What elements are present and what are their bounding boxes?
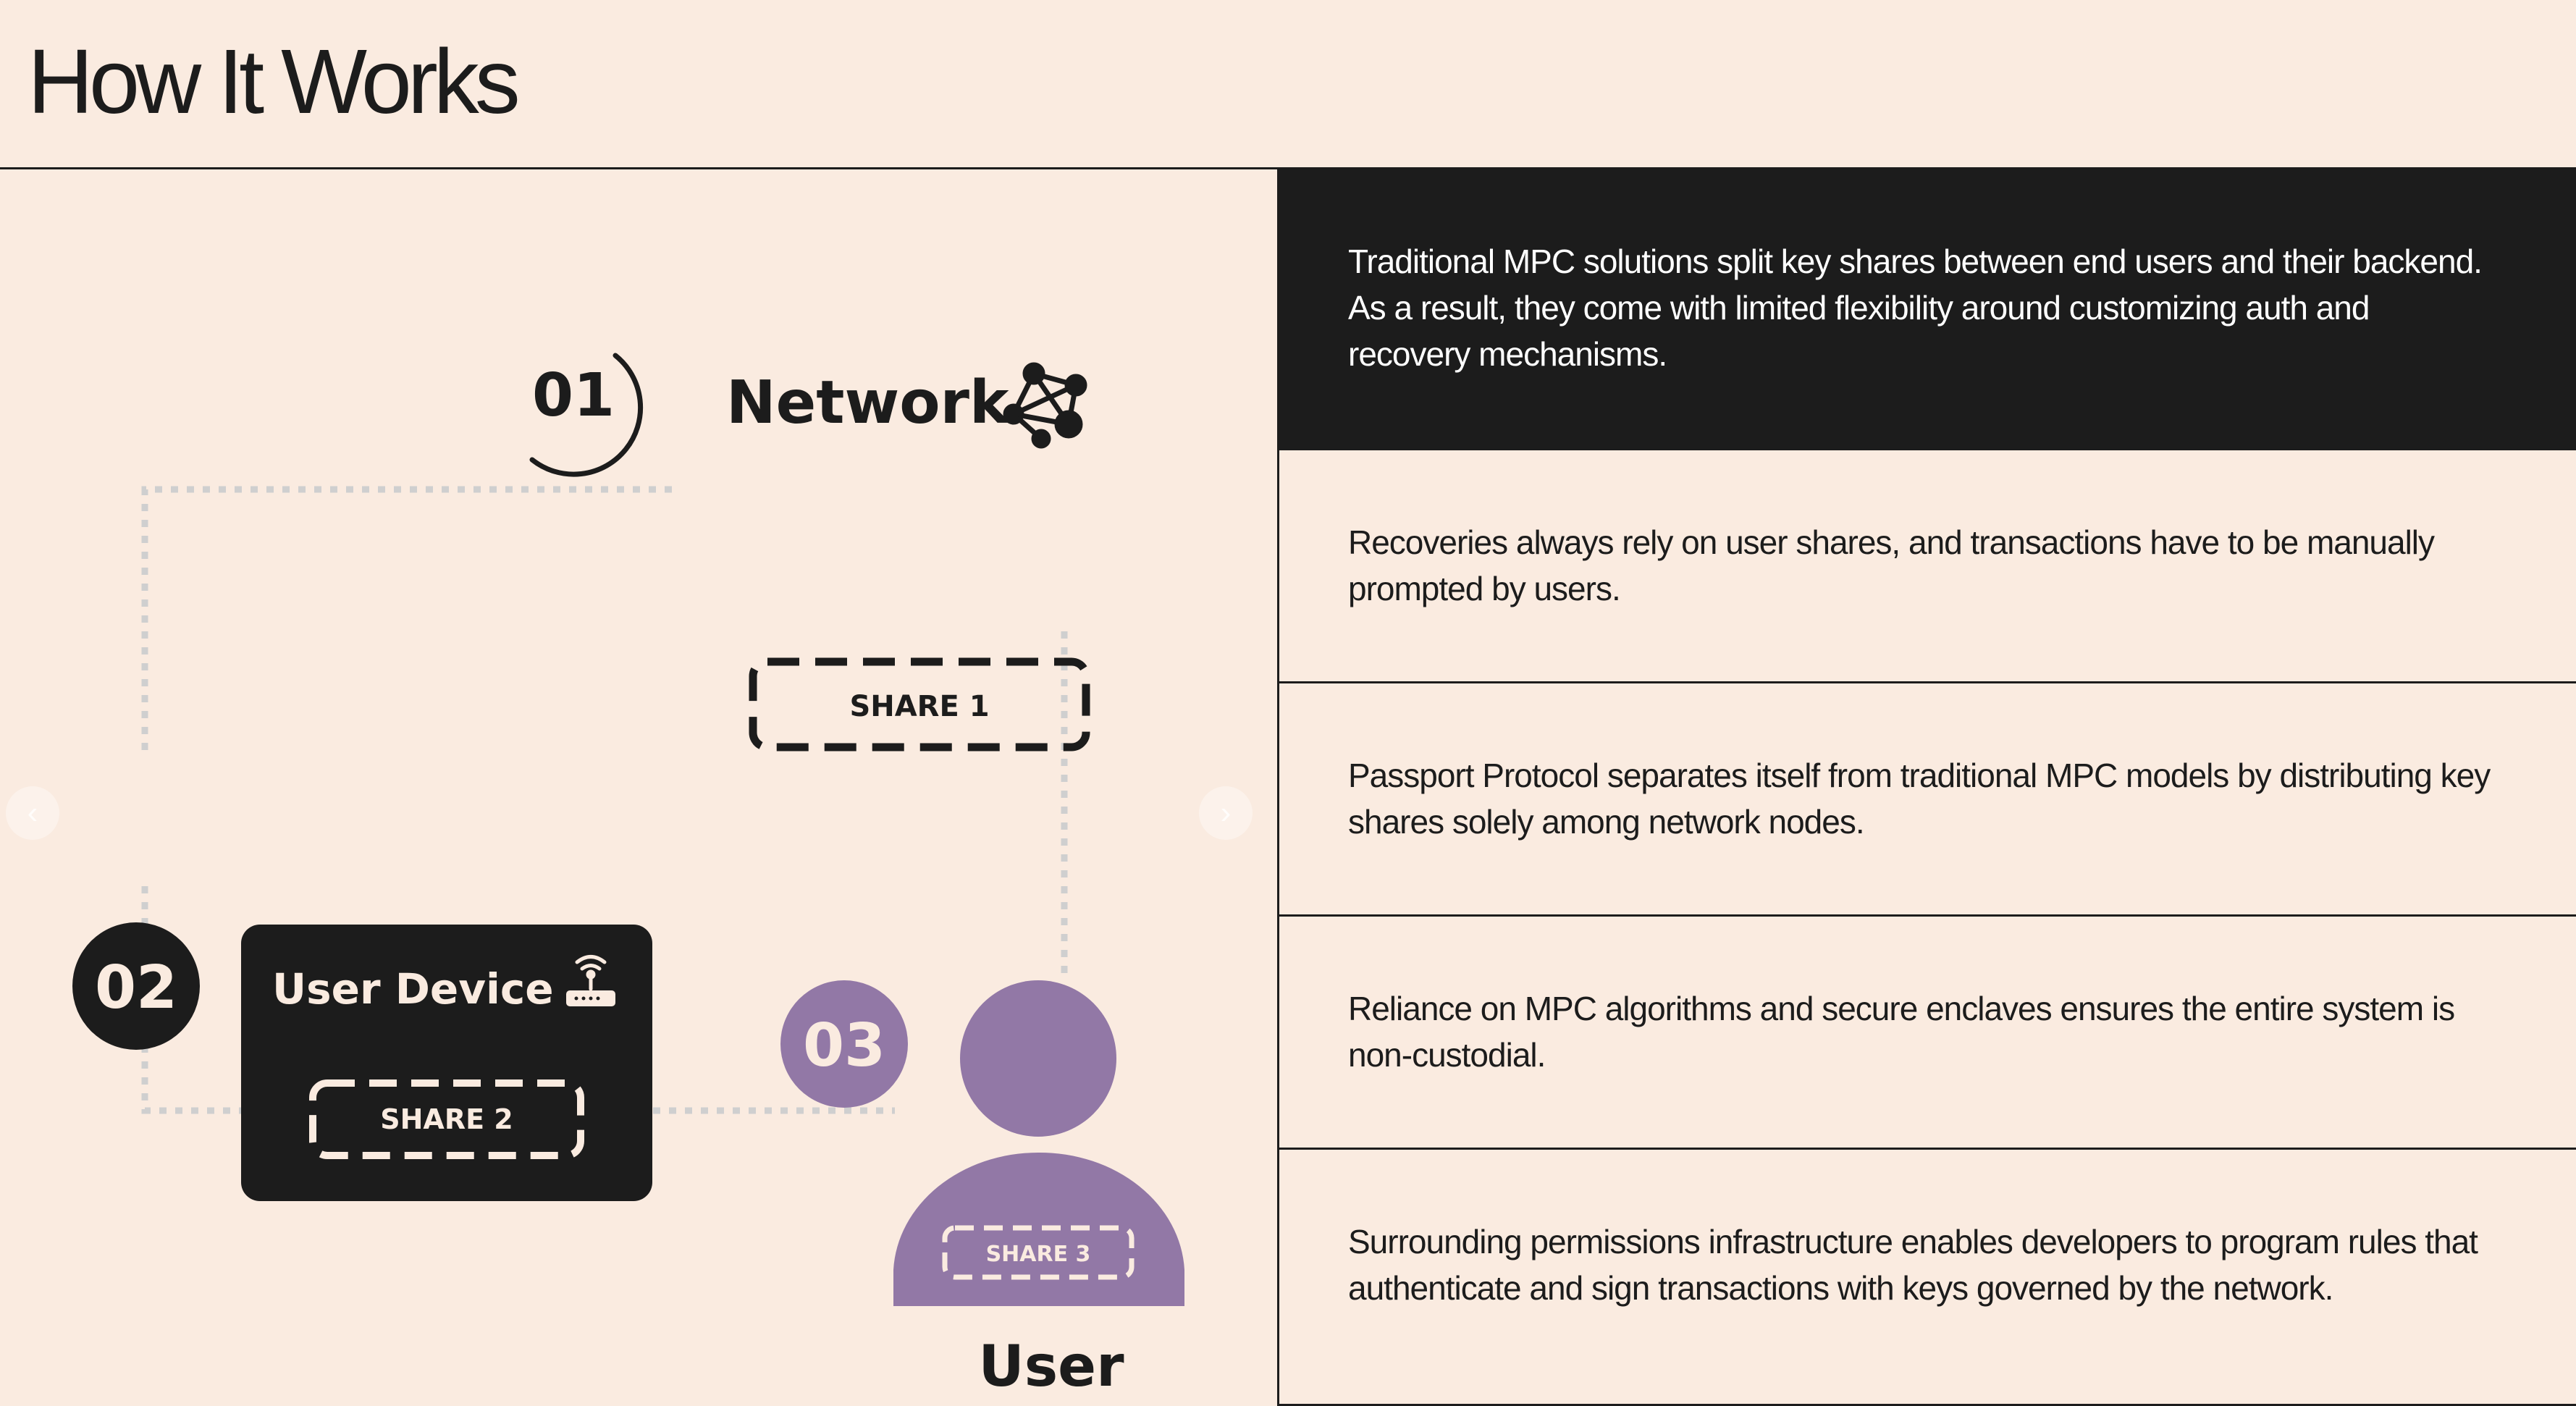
network-label: Network <box>726 369 1011 437</box>
share-1-label: SHARE 1 <box>849 690 989 723</box>
feature-text: Passport Protocol separates itself from … <box>1348 757 2491 841</box>
share-3-label: SHARE 3 <box>986 1242 1091 1267</box>
network-node: 01 Network SHARE <box>529 353 1090 752</box>
user-label: User <box>978 1334 1124 1399</box>
feature-item-1[interactable]: Traditional MPC solutions split key shar… <box>1279 169 2576 450</box>
share-2-box <box>309 1079 584 1159</box>
device-card <box>241 925 652 1201</box>
user-number-badge <box>780 980 908 1108</box>
feature-list: Traditional MPC solutions split key shar… <box>1279 169 2576 1406</box>
user-node: 03 SHARE 3 User <box>780 980 1184 1399</box>
device-node: 02 User Device SHAR <box>72 922 652 1201</box>
user-silhouette-icon <box>893 980 1184 1306</box>
panel-divider <box>1277 169 1279 1406</box>
feature-item-4[interactable]: Reliance on MPC algorithms and secure en… <box>1279 917 2576 1150</box>
connector-network-device <box>141 486 672 756</box>
chevron-right-icon: › <box>1220 795 1232 830</box>
page-title: How It Works <box>28 30 521 132</box>
user-number: 03 <box>803 1011 885 1080</box>
device-number-badge <box>72 922 200 1050</box>
share-3-box <box>942 1225 1135 1280</box>
carousel-next-button[interactable]: › <box>1199 786 1253 840</box>
feature-item-5[interactable]: Surrounding permissions infrastructure e… <box>1279 1150 2576 1406</box>
feature-item-3[interactable]: Passport Protocol separates itself from … <box>1279 683 2576 917</box>
feature-text: Surrounding permissions infrastructure e… <box>1348 1223 2478 1307</box>
network-nodes-icon <box>1003 362 1087 449</box>
how-it-works-diagram: 01 Network SHARE <box>72 353 1184 1399</box>
share-2-label: SHARE 2 <box>380 1103 513 1135</box>
wifi-router-icon <box>566 955 615 1006</box>
chevron-left-icon: ‹ <box>27 795 38 830</box>
device-number: 02 <box>95 954 177 1022</box>
carousel-prev-button[interactable]: ‹ <box>6 786 59 840</box>
feature-text: Recoveries always rely on user shares, a… <box>1348 523 2435 607</box>
feature-text: Reliance on MPC algorithms and secure en… <box>1348 990 2455 1074</box>
network-number: 01 <box>532 361 615 430</box>
device-label: User Device <box>272 964 554 1014</box>
number-arc-icon <box>529 353 644 477</box>
connector-device-user <box>141 886 895 1114</box>
diagram-panel: 01 Network SHARE <box>0 169 1278 1406</box>
connector-lines <box>141 486 1068 1114</box>
feature-text: Traditional MPC solutions split key shar… <box>1348 243 2483 373</box>
share-1-box <box>749 657 1090 752</box>
feature-item-2[interactable]: Recoveries always rely on user shares, a… <box>1279 450 2576 683</box>
page-header: How It Works <box>0 0 2576 169</box>
